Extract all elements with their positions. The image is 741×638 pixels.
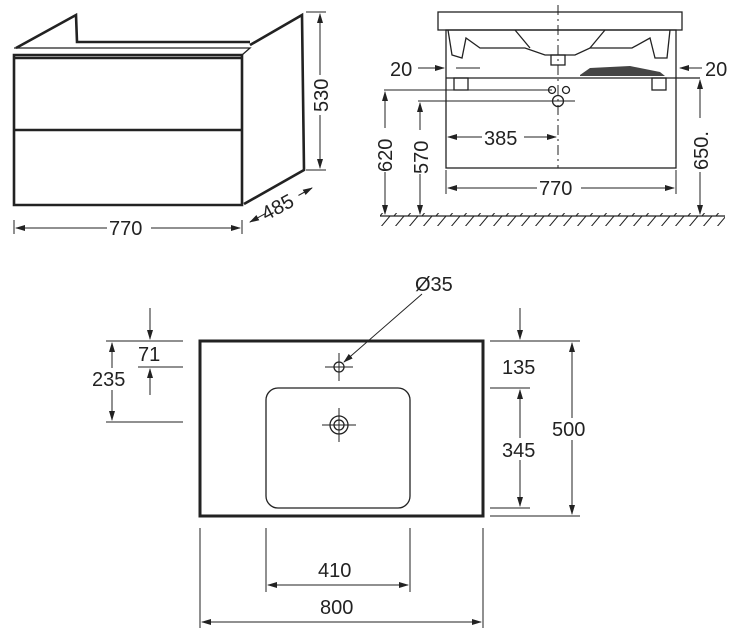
gap-right-label: 20 [705, 59, 727, 81]
hole-diameter-label: Ø35 [415, 274, 453, 296]
dim-235-label: 235 [92, 369, 125, 391]
height-570-label: 570 [411, 141, 433, 174]
dim-500-label: 500 [552, 419, 585, 441]
gap-left-label: 20 [390, 59, 412, 81]
dim-135-label: 135 [502, 357, 535, 379]
dim-800-label: 800 [320, 597, 353, 619]
cabinet-perspective: 530 770 485 [12, 11, 333, 240]
dim-345-label: 345 [502, 440, 535, 462]
side-width-770-label: 770 [539, 178, 572, 200]
basin-top-view: Ø35 71 235 135 345 500 410 800 [92, 274, 596, 628]
side-elevation: 620 570 650. 385 770 20 20 [375, 5, 727, 226]
height-620-label: 620 [375, 139, 397, 172]
dim-71-label: 71 [138, 344, 160, 366]
cabinet-height-label: 530 [311, 79, 333, 112]
height-650-label: 650. [691, 131, 713, 170]
center-385-label: 385 [484, 128, 517, 150]
dim-410-label: 410 [318, 560, 351, 582]
cabinet-width-label: 770 [109, 218, 142, 240]
